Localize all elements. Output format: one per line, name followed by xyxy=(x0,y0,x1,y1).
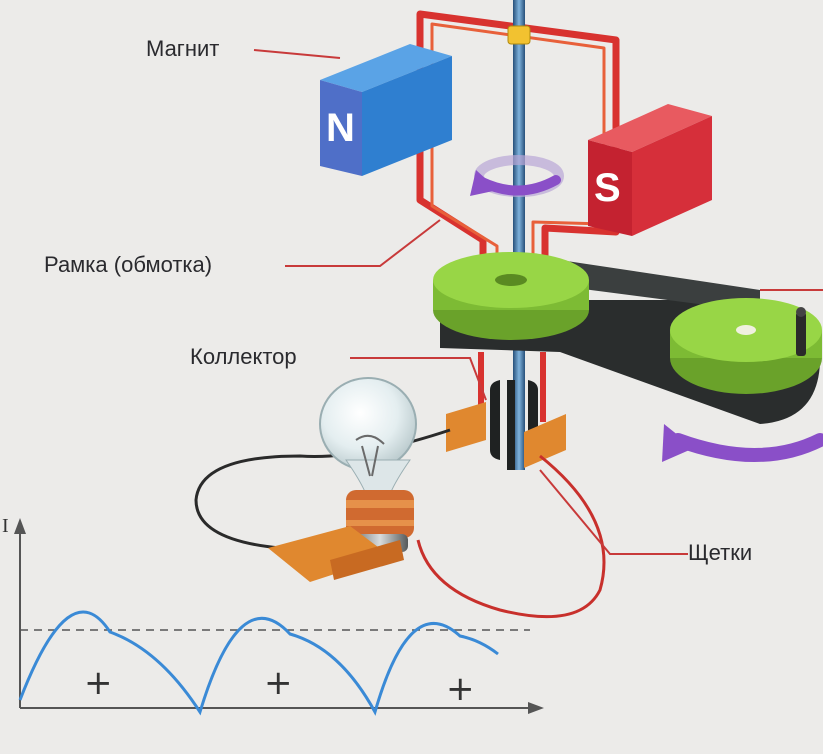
shaft xyxy=(513,0,525,470)
pole-south-letter: S xyxy=(594,166,621,210)
graph-sign-1: + xyxy=(84,663,113,703)
pulley-large xyxy=(433,252,589,340)
graph-rectified-curve xyxy=(18,610,499,716)
graph-sign-2: + xyxy=(264,663,293,703)
magnet-north xyxy=(320,44,452,176)
label-frame-winding: Рамка (обмотка) xyxy=(44,252,213,277)
magnet-south xyxy=(588,104,712,236)
rotation-arrow-shaft xyxy=(470,155,564,197)
label-magnet: Магнит xyxy=(146,36,220,61)
label-leaders xyxy=(253,49,823,555)
label-collector: Коллектор xyxy=(190,344,297,369)
shaft-collar xyxy=(507,25,531,45)
wire-red xyxy=(416,454,606,619)
pole-north-letter: N xyxy=(326,106,355,150)
graph-y-axis-label: I xyxy=(2,515,9,537)
current-graph xyxy=(14,518,544,716)
pulley-small xyxy=(670,298,822,394)
light-bulb xyxy=(268,377,417,582)
label-brushes: Щетки xyxy=(688,540,753,565)
graph-sign-3: + xyxy=(446,669,475,709)
brushes xyxy=(446,402,566,468)
rotation-arrow-pulley xyxy=(662,424,823,462)
